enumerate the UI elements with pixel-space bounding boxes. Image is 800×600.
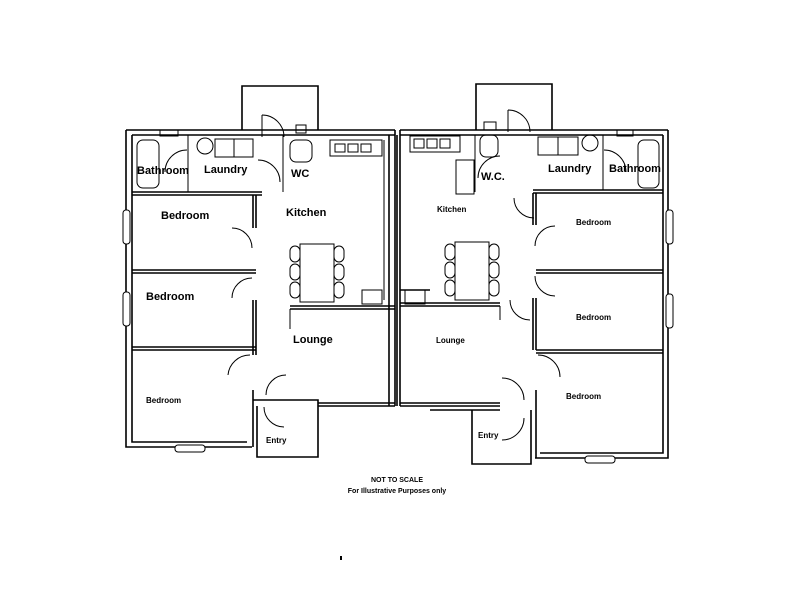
right-unit-fixtures [404, 121, 660, 305]
left-unit-fixtures [136, 124, 385, 305]
right-bedroom-3-label: Bedroom [566, 392, 601, 401]
right-lounge-label: Lounge [436, 336, 465, 345]
left-bedroom-2-label: Bedroom [146, 291, 195, 303]
right-wc-label: W.C. [481, 171, 505, 183]
left-unit-walls [122, 85, 396, 458]
right-bedroom-1-label: Bedroom [576, 218, 611, 227]
left-bedroom-3-label: Bedroom [146, 396, 181, 405]
left-unit-doors [164, 114, 291, 428]
right-bathroom-label: Bathroom [609, 163, 661, 175]
left-wc-label: WC [291, 168, 309, 180]
left-entry-label: Entry [266, 436, 287, 445]
right-entry-label: Entry [478, 431, 499, 440]
right-unit-doors [477, 109, 627, 441]
left-laundry-label: Laundry [204, 164, 248, 176]
left-kitchen-label: Kitchen [286, 207, 327, 219]
illustrative-purposes-note: For Illustrative Purposes only [348, 488, 447, 495]
right-unit-walls [396, 83, 674, 465]
not-to-scale-note: NOT TO SCALE [371, 477, 423, 484]
scan-speck [340, 556, 342, 560]
left-bathroom-label: Bathroom [137, 165, 189, 177]
right-kitchen-label: Kitchen [437, 205, 466, 214]
right-laundry-label: Laundry [548, 163, 592, 175]
right-bedroom-2-label: Bedroom [576, 313, 611, 322]
left-lounge-label: Lounge [293, 334, 333, 346]
left-bedroom-1-label: Bedroom [161, 210, 210, 222]
